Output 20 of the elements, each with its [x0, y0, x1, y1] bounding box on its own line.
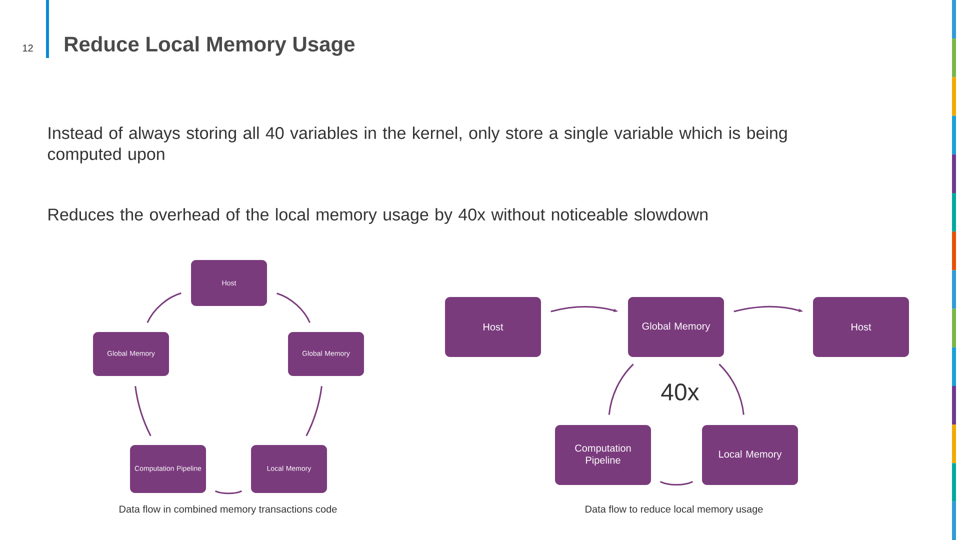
page-number: 12 — [22, 44, 33, 52]
process-box: Global Memory — [628, 297, 724, 357]
connector — [276, 292, 310, 323]
connector — [608, 364, 634, 415]
connector — [306, 386, 322, 436]
bullet-text: Instead of always storing all 40 variables in the kernel, only store a single variable which is being computed upon — [48, 126, 787, 164]
connector — [146, 292, 182, 323]
caption: Data flow in combined memory transactions code — [120, 505, 337, 515]
process-box: Host — [813, 297, 909, 357]
connector — [215, 490, 242, 494]
connector — [660, 480, 694, 486]
process-box: Local Memory — [702, 425, 798, 485]
process-box: Host — [445, 297, 541, 357]
connector — [718, 364, 744, 415]
ratio-label: 40x — [661, 384, 700, 400]
caption: Data flow to reduce local memory usage — [586, 505, 763, 515]
bullet-text: Reduces the overhead of the local memory usage by 40x without noticeable slowdown — [48, 208, 708, 224]
process-box: Computation Pipeline — [555, 425, 651, 485]
connector — [134, 386, 152, 436]
slide-title: Reduce Local Memory Usage — [64, 36, 355, 56]
